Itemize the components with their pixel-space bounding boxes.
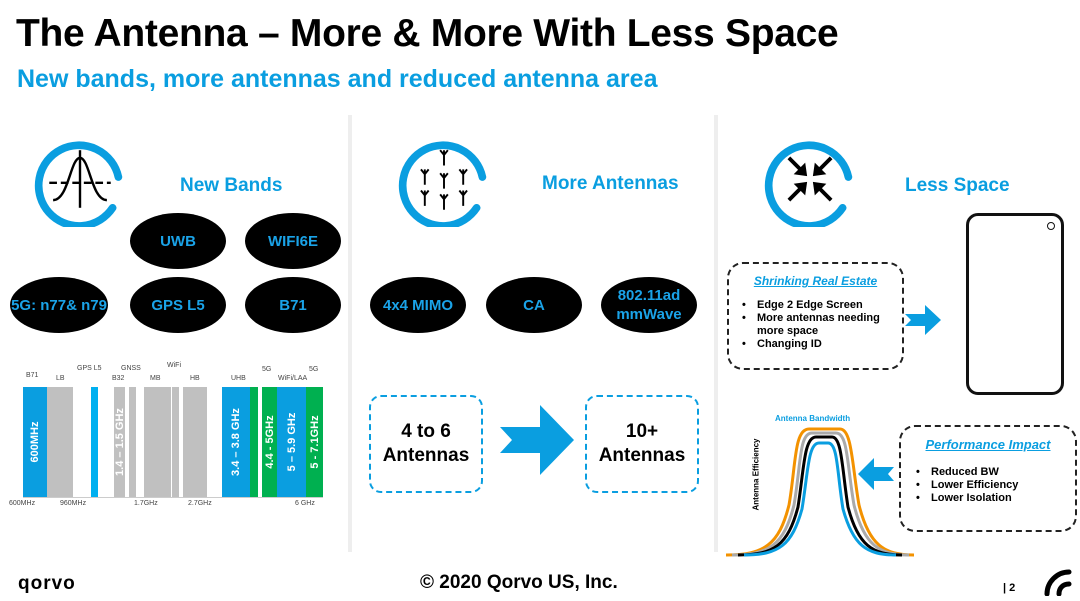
new-bands-label: New Bands xyxy=(180,175,283,196)
qorvo-logo: qorvo xyxy=(18,573,76,594)
antenna-oval: 4x4 MIMO xyxy=(370,277,466,333)
band-bar xyxy=(172,387,179,497)
band-bar xyxy=(47,387,73,497)
slide-subtitle: New bands, more antennas and reduced ant… xyxy=(17,65,658,93)
less-space-label: Less Space xyxy=(905,175,1010,196)
shrinking-real-estate-box: Shrinking Real Estate Edge 2 Edge Screen… xyxy=(727,262,904,370)
band-bar xyxy=(144,387,171,497)
band-oval: B71 xyxy=(245,277,341,333)
left-arrow-icon xyxy=(858,458,894,490)
antenna-count-before: 4 to 6 Antennas xyxy=(369,395,483,493)
antenna-count-after: 10+ Antennas xyxy=(585,395,699,493)
band-bar: 1.4 – 1.5 GHz xyxy=(114,387,126,497)
band-bar: 5 - 7.1GHz xyxy=(306,387,323,497)
band-bar: 600MHz xyxy=(23,387,47,497)
phone-outline xyxy=(966,213,1064,395)
slide-title: The Antenna – More & More With Less Spac… xyxy=(16,12,839,55)
antenna-oval: CA xyxy=(486,277,582,333)
compress-arrows-icon xyxy=(764,141,853,227)
chart-title: Antenna Bandwidth xyxy=(775,414,851,423)
camera-icon xyxy=(1047,222,1055,230)
bandpass-icon xyxy=(34,141,123,227)
qorvo-mark-icon xyxy=(1044,569,1072,596)
bandwidth-curves xyxy=(725,427,915,557)
right-arrow-icon xyxy=(500,405,574,475)
band-bar xyxy=(183,387,207,497)
band-bar xyxy=(91,387,98,497)
right-arrow-icon xyxy=(905,305,941,335)
more-antennas-label: More Antennas xyxy=(542,173,679,194)
band-bar: 3.4 – 3.8 GHz xyxy=(222,387,250,497)
band-bar xyxy=(250,387,258,497)
band-oval: UWB xyxy=(130,213,226,269)
band-bar: 5 – 5.9 GHz xyxy=(277,387,306,497)
band-bar xyxy=(129,387,136,497)
page-number: | 2 xyxy=(1003,582,1016,594)
copyright: © 2020 Qorvo US, Inc. xyxy=(420,572,618,593)
antenna-oval: 802.11ad mmWave xyxy=(601,277,697,333)
performance-impact-box: Performance Impact Reduced BWLower Effic… xyxy=(899,425,1077,532)
band-oval: GPS L5 xyxy=(130,277,226,333)
divider xyxy=(714,115,718,552)
band-oval: WIFI6E xyxy=(245,213,341,269)
band-bar: 4.4 - 5GHz xyxy=(262,387,277,497)
band-oval: 5G: n77& n79 xyxy=(10,277,108,333)
divider xyxy=(348,115,352,552)
antenna-array-icon xyxy=(398,141,487,227)
